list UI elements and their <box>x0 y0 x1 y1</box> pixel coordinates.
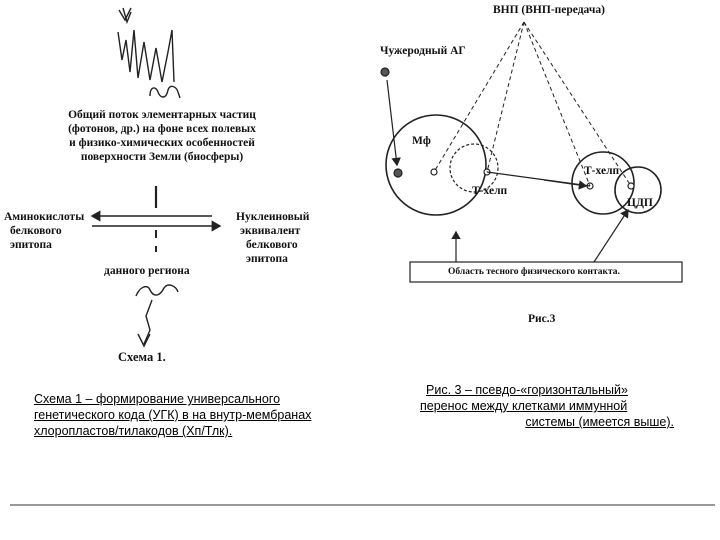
ag-blob-in-mf <box>393 168 403 178</box>
vnp-transfer-lines <box>433 21 632 187</box>
flux-label-line: (фотонов, др.) на фоне всех полевых <box>68 123 256 135</box>
box-arrow-right <box>593 208 629 263</box>
right-caption-line: Рис. 3 – псевдо-«горизонтальный» <box>426 383 628 397</box>
top-wave-curl <box>149 85 181 99</box>
lower-wave-curl <box>135 284 179 297</box>
macrophage-circle <box>385 114 487 216</box>
nucleic-label-line: Нуклеиновый <box>236 211 310 223</box>
left-caption-line: Схема 1 – формирование универсального <box>34 392 281 406</box>
right-caption-line: системы (имеется выше). <box>525 415 674 429</box>
node-mf <box>430 168 438 176</box>
foreign-ag-blob <box>380 67 390 77</box>
th-link-arrow <box>543 179 588 190</box>
nucleic-label: Нуклеиновый эквивалент белкового эпитопа <box>236 210 326 266</box>
nucleic-label-line: эквивалент <box>240 225 301 237</box>
mf-label: Мф <box>412 135 431 147</box>
lower-arrow-path <box>143 299 153 345</box>
vnp-label: ВНП (ВНП-передача) <box>493 4 605 16</box>
right-caption-line: перенос между клетками иммунной <box>420 399 628 413</box>
dendritic-cell-circle <box>614 166 662 214</box>
t-helper-left-circle <box>449 143 499 193</box>
nucleic-label-line: белкового <box>246 239 298 251</box>
scheme-title: Схема 1. <box>118 350 166 364</box>
lower-arrowhead <box>137 333 151 348</box>
top-arrowhead <box>118 7 132 22</box>
flux-label-line: поверхности Земли (биосферы) <box>80 151 244 163</box>
nucleic-label-line: эпитопа <box>246 253 288 265</box>
t-helper-left-label: Т-хелп <box>472 185 508 197</box>
t-helper-right-label: Т-хелп <box>584 165 620 177</box>
contact-area-box <box>409 261 683 283</box>
flux-label-line: Общий поток элементарных частиц <box>68 109 256 121</box>
t-helper-right-circle <box>571 151 635 215</box>
amino-label-line: Аминокислоты <box>4 211 85 223</box>
right-caption: Рис. 3 – псевдо-«горизонтальный» перенос… <box>390 382 674 430</box>
left-caption: Схема 1 – формирование универсального ге… <box>34 391 374 439</box>
top-zigzag-wave <box>117 7 175 83</box>
left-caption-line: хлоропластов/тилакодов (Хп/Тлк). <box>34 424 233 438</box>
ag-to-mf-arrow <box>386 79 401 167</box>
contact-area-label: Область тесного физического контакта. <box>448 267 620 277</box>
region-label: данного региона <box>104 265 190 277</box>
node-dc <box>627 182 635 190</box>
amino-label: Аминокислоты белкового эпитопа <box>4 210 94 252</box>
dc-label: ЦДП <box>627 197 653 209</box>
amino-label-line: белкового <box>10 225 62 237</box>
left-caption-line: генетического кода (УГК) в на внутр-мемб… <box>34 408 312 422</box>
right-figure-graphics <box>380 21 683 283</box>
amino-label-line: эпитопа <box>10 239 52 251</box>
left-scheme-graphics <box>90 7 222 348</box>
flux-label: Общий поток элементарных частиц (фотонов… <box>62 108 262 164</box>
flux-label-line: и физико-химических особенностей <box>69 137 255 149</box>
fig-label: Рис.3 <box>528 313 556 325</box>
foreign-ag-label: Чужеродный АГ <box>380 45 466 57</box>
